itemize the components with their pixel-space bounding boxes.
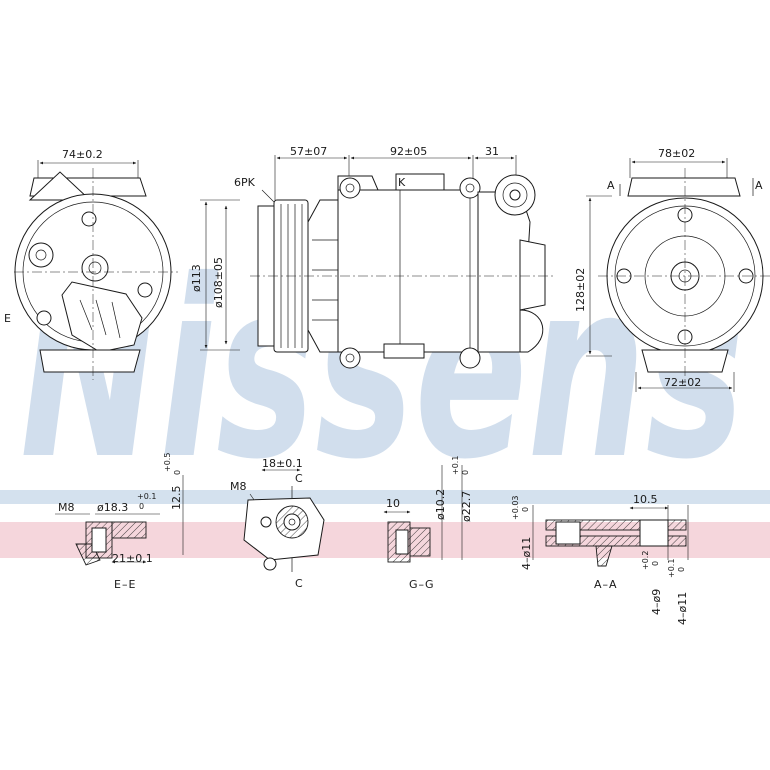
cc-marker-bottom: C [295, 577, 303, 590]
aa-title: A–A [594, 578, 618, 591]
aa-hole-a-tol-upper: +0.03 [511, 495, 520, 520]
side-view: 57±07 92±05 31 6PK ø113 ø108±05 K [190, 145, 555, 369]
gg-title: G–G [409, 578, 435, 591]
aa-hole-a-tol-lower: 0 [521, 507, 530, 512]
aa-hole-a: 4–ø11 [520, 537, 533, 570]
right-height: 128±02 [574, 268, 587, 312]
aa-hole-c-tol-upper: +0.1 [667, 559, 676, 578]
side-dia-outer: ø113 [190, 264, 203, 292]
cc-width: 18±0.1 [262, 457, 303, 470]
gg-dia-b-tol-upper: +0.1 [451, 456, 460, 475]
gg-dia-b-tol-lower: 0 [461, 470, 470, 475]
section-aa: 10.5 4–ø11 +0.03 0 4–ø9 +0.2 0 4–ø11 +0.… [511, 493, 689, 625]
ee-height: 12.5 [170, 486, 183, 511]
ee-diameter: ø18.3 [97, 501, 128, 514]
gg-dia-b: ø22.7 [460, 491, 473, 522]
right-width-top: 78±02 [658, 147, 695, 160]
ee-diameter-tol-upper: +0.1 [137, 492, 156, 501]
side-dia-inner: ø108±05 [212, 257, 225, 308]
aa-hole-c-tol-lower: 0 [677, 567, 686, 572]
ee-diameter-tol-lower: 0 [139, 502, 144, 511]
aa-hole-b-tol-upper: +0.2 [641, 551, 650, 570]
ee-thread: M8 [58, 501, 75, 514]
right-width-bottom: 72±02 [664, 376, 701, 389]
ee-depth: 21±0.1 [112, 552, 153, 565]
side-dim-a: 57±07 [290, 145, 327, 158]
right-section-right: A [755, 179, 763, 192]
left-width-dim: 74±0.2 [62, 148, 103, 161]
aa-hole-c: 4–ø11 [676, 592, 689, 625]
ee-height-tol-lower: 0 [173, 470, 182, 475]
section-gg: 10 ø10.2 ø22.7 +0.1 0 G–G [383, 456, 473, 591]
side-dim-b: 92±05 [390, 145, 427, 158]
cc-marker-top: C [295, 472, 303, 485]
left-section-marker: E [4, 312, 11, 325]
right-rear-view: 78±02 A A 128±02 72±02 [574, 147, 770, 392]
section-ee: M8 ø18.3 +0.1 0 12.5 +0.5 0 21±0.1 E–E [55, 453, 184, 591]
ee-title: E–E [114, 578, 136, 591]
aa-width: 10.5 [633, 493, 658, 506]
side-dim-c: 31 [485, 145, 499, 158]
ee-height-tol-upper: +0.5 [163, 453, 172, 472]
gg-width: 10 [386, 497, 400, 510]
gg-dia-a: ø10.2 [434, 489, 447, 520]
aa-hole-b-tol-lower: 0 [651, 561, 660, 566]
cc-thread: M8 [230, 480, 247, 493]
side-label-k: K [398, 176, 406, 189]
aa-hole-b: 4–ø9 [650, 589, 663, 615]
section-cc: 18±0.1 C M8 C [230, 457, 325, 590]
pulley-label: 6PK [234, 176, 256, 189]
watermark-band-blue [0, 490, 770, 504]
right-section-left: A [607, 179, 615, 192]
left-front-view: 74±0.2 E [4, 148, 178, 380]
